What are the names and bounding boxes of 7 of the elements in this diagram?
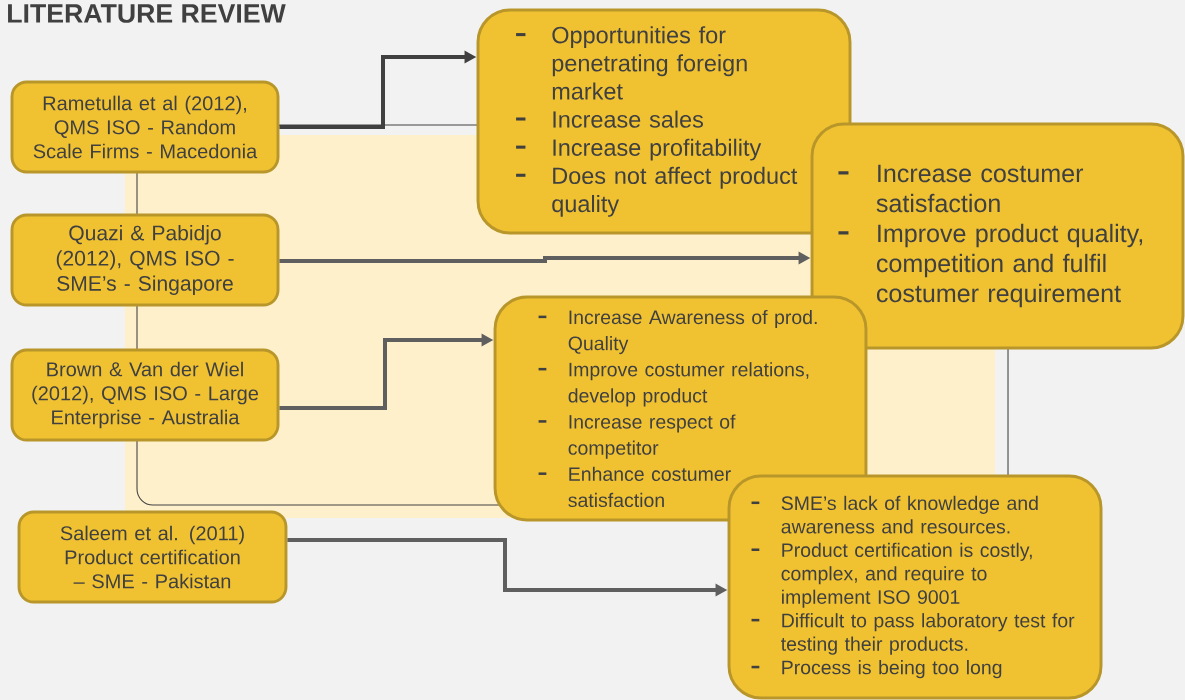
study-box: Rametulla et al (2012), QMS ISO - Random Scale Firms - Macedonia: [10, 80, 280, 174]
study-box: Brown & Van der Wiel (2012), QMS ISO - Large Enterprise - Australia: [10, 348, 280, 442]
study-box: Quazi & Pabidjo (2012), QMS ISO - SME’s - Singapore: [10, 213, 280, 307]
outcome-box: Opportunities for penetrating foreign market Increase sales Increase profitability Does not affect product quality: [476, 8, 852, 235]
outcome-box: SME’s lack of knowledge and awareness and resources. Product certification is costly, complex, and require to implement ISO 9001 Difficult to pass laboratory test for testing their products. Process is being too long: [727, 474, 1103, 700]
study-box: Saleem et al. (2011) Product certification – SME - Pakistan: [17, 510, 288, 604]
title: LITERATURE REVIEW: [8, 4, 286, 23]
